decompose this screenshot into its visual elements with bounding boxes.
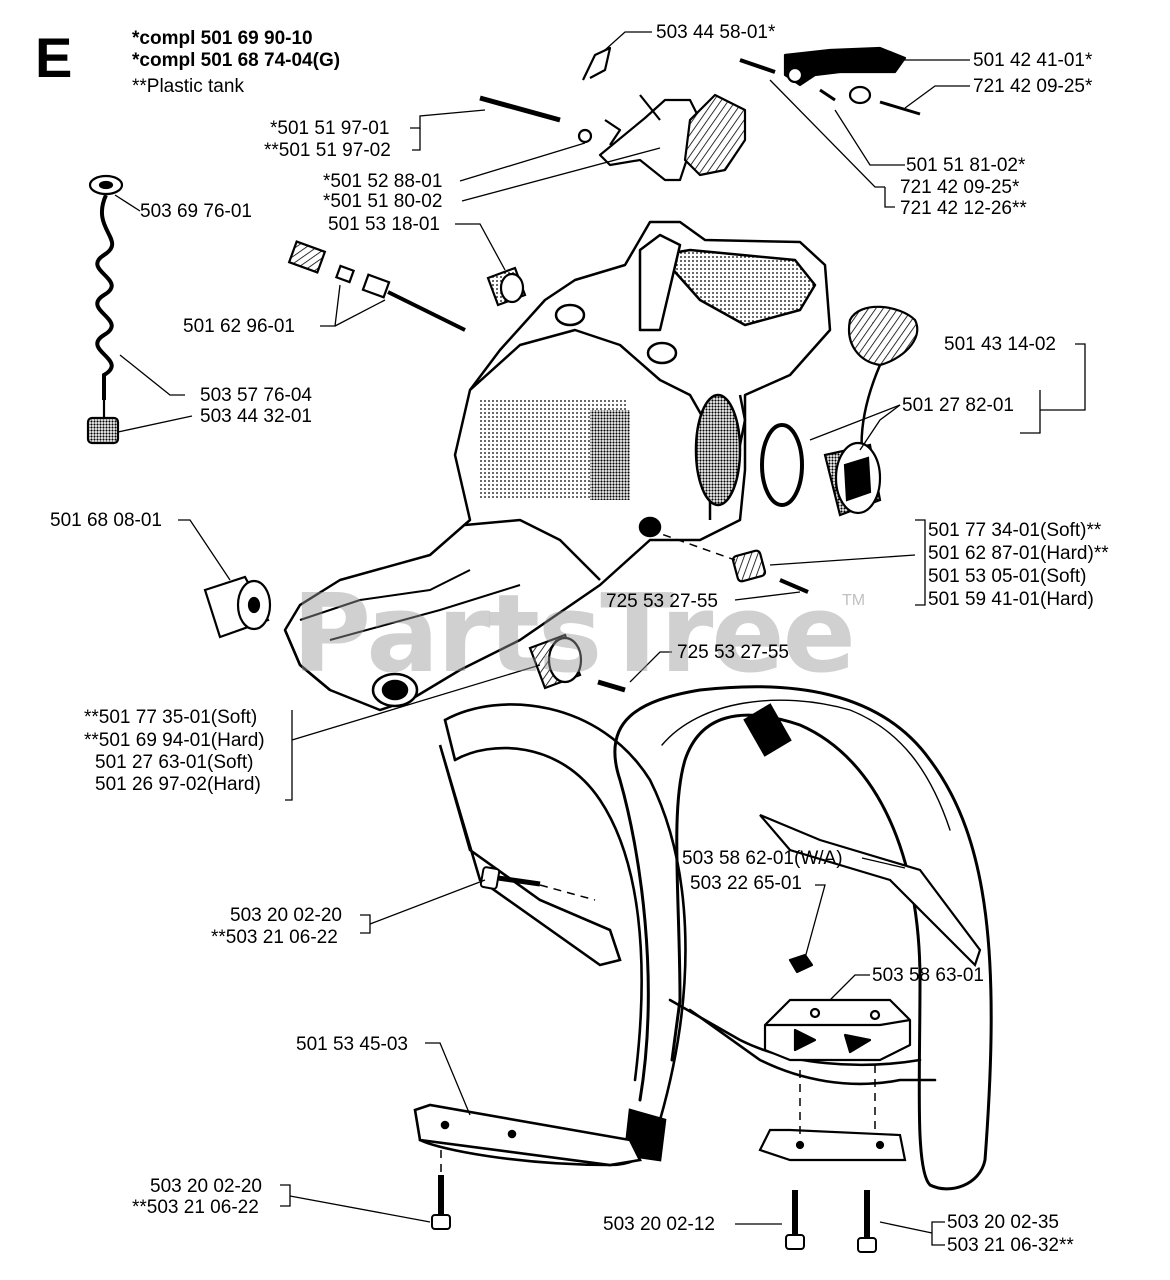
part-label: 501 62 96-01: [183, 316, 295, 337]
part-label: 501 59 41-01(Hard): [928, 589, 1094, 610]
part-label: 503 58 62-01(W/A): [682, 848, 843, 869]
part-label: 503 69 76-01: [140, 201, 252, 222]
header-line-3: **Plastic tank: [132, 76, 244, 97]
part-label: 501 53 05-01(Soft): [928, 566, 1087, 587]
part-label: 503 58 63-01: [872, 965, 984, 986]
part-label: **503 21 06-22: [211, 927, 338, 948]
trigger-assembly: [479, 46, 921, 182]
part-label: 721 42 09-25*: [973, 76, 1093, 97]
part-label: 501 43 14-02: [944, 334, 1056, 355]
part-label: 503 20 02-35: [947, 1212, 1059, 1233]
part-label: 501 26 97-02(Hard): [95, 774, 261, 795]
part-label: **501 69 94-01(Hard): [84, 730, 265, 751]
part-label: **501 77 35-01(Soft): [84, 707, 258, 728]
breather-valve: [287, 240, 466, 332]
part-label: 501 62 87-01(Hard)**: [928, 543, 1109, 564]
rear-handle-bar: [413, 703, 687, 1167]
watermark-trademark: TM: [842, 592, 866, 609]
alignment-lines: [440, 529, 876, 1175]
bushings: [203, 266, 809, 693]
part-label: 503 44 58-01*: [656, 22, 776, 43]
part-label: 501 42 41-01*: [973, 50, 1093, 71]
part-label: 503 20 02-12: [603, 1214, 715, 1235]
section-letter: E: [35, 26, 73, 89]
part-label: 503 57 76-04: [200, 385, 312, 406]
fuel-cap: [760, 305, 919, 517]
part-label: 503 44 32-01: [200, 406, 312, 427]
leader-lines: [114, 31, 1086, 1246]
part-label: 503 20 02-20: [150, 1176, 262, 1197]
screws: [431, 866, 877, 1253]
fuel-hose-assembly: [86, 174, 124, 445]
part-label: 501 53 18-01: [328, 214, 440, 235]
part-label: 501 53 45-03: [296, 1034, 408, 1055]
part-label: *501 51 97-01: [270, 118, 390, 139]
front-handle-bar: [613, 685, 993, 1191]
header-line-2: *compl 501 68 74-04(G): [132, 50, 341, 71]
part-label: 725 53 27-55: [677, 642, 789, 663]
watermark: PartsTree: [292, 572, 856, 697]
part-label: 501 51 81-02*: [906, 155, 1026, 176]
part-label: 501 27 82-01: [902, 395, 1014, 416]
part-label: 501 77 34-01(Soft)**: [928, 520, 1102, 541]
part-label: **503 21 06-22: [132, 1197, 259, 1218]
part-label: 725 53 27-55: [606, 591, 718, 612]
part-label: 503 21 06-32**: [947, 1235, 1074, 1256]
part-label: 721 42 09-25*: [900, 177, 1020, 198]
tank-housing: [283, 220, 832, 712]
part-label: *501 52 88-01: [323, 171, 443, 192]
part-label: 501 68 08-01: [50, 510, 162, 531]
part-label: *501 51 80-02: [323, 191, 443, 212]
part-label: **501 51 97-02: [264, 140, 391, 161]
part-label: 721 42 12-26**: [900, 198, 1027, 219]
header-line-1: *compl 501 69 90-10: [132, 28, 313, 49]
part-label: 503 22 65-01: [690, 873, 802, 894]
front-bar-bracket: [758, 813, 982, 1162]
part-label: 503 20 02-20: [230, 905, 342, 926]
part-label: 501 27 63-01(Soft): [95, 752, 254, 773]
mounting-block: [763, 953, 912, 1062]
